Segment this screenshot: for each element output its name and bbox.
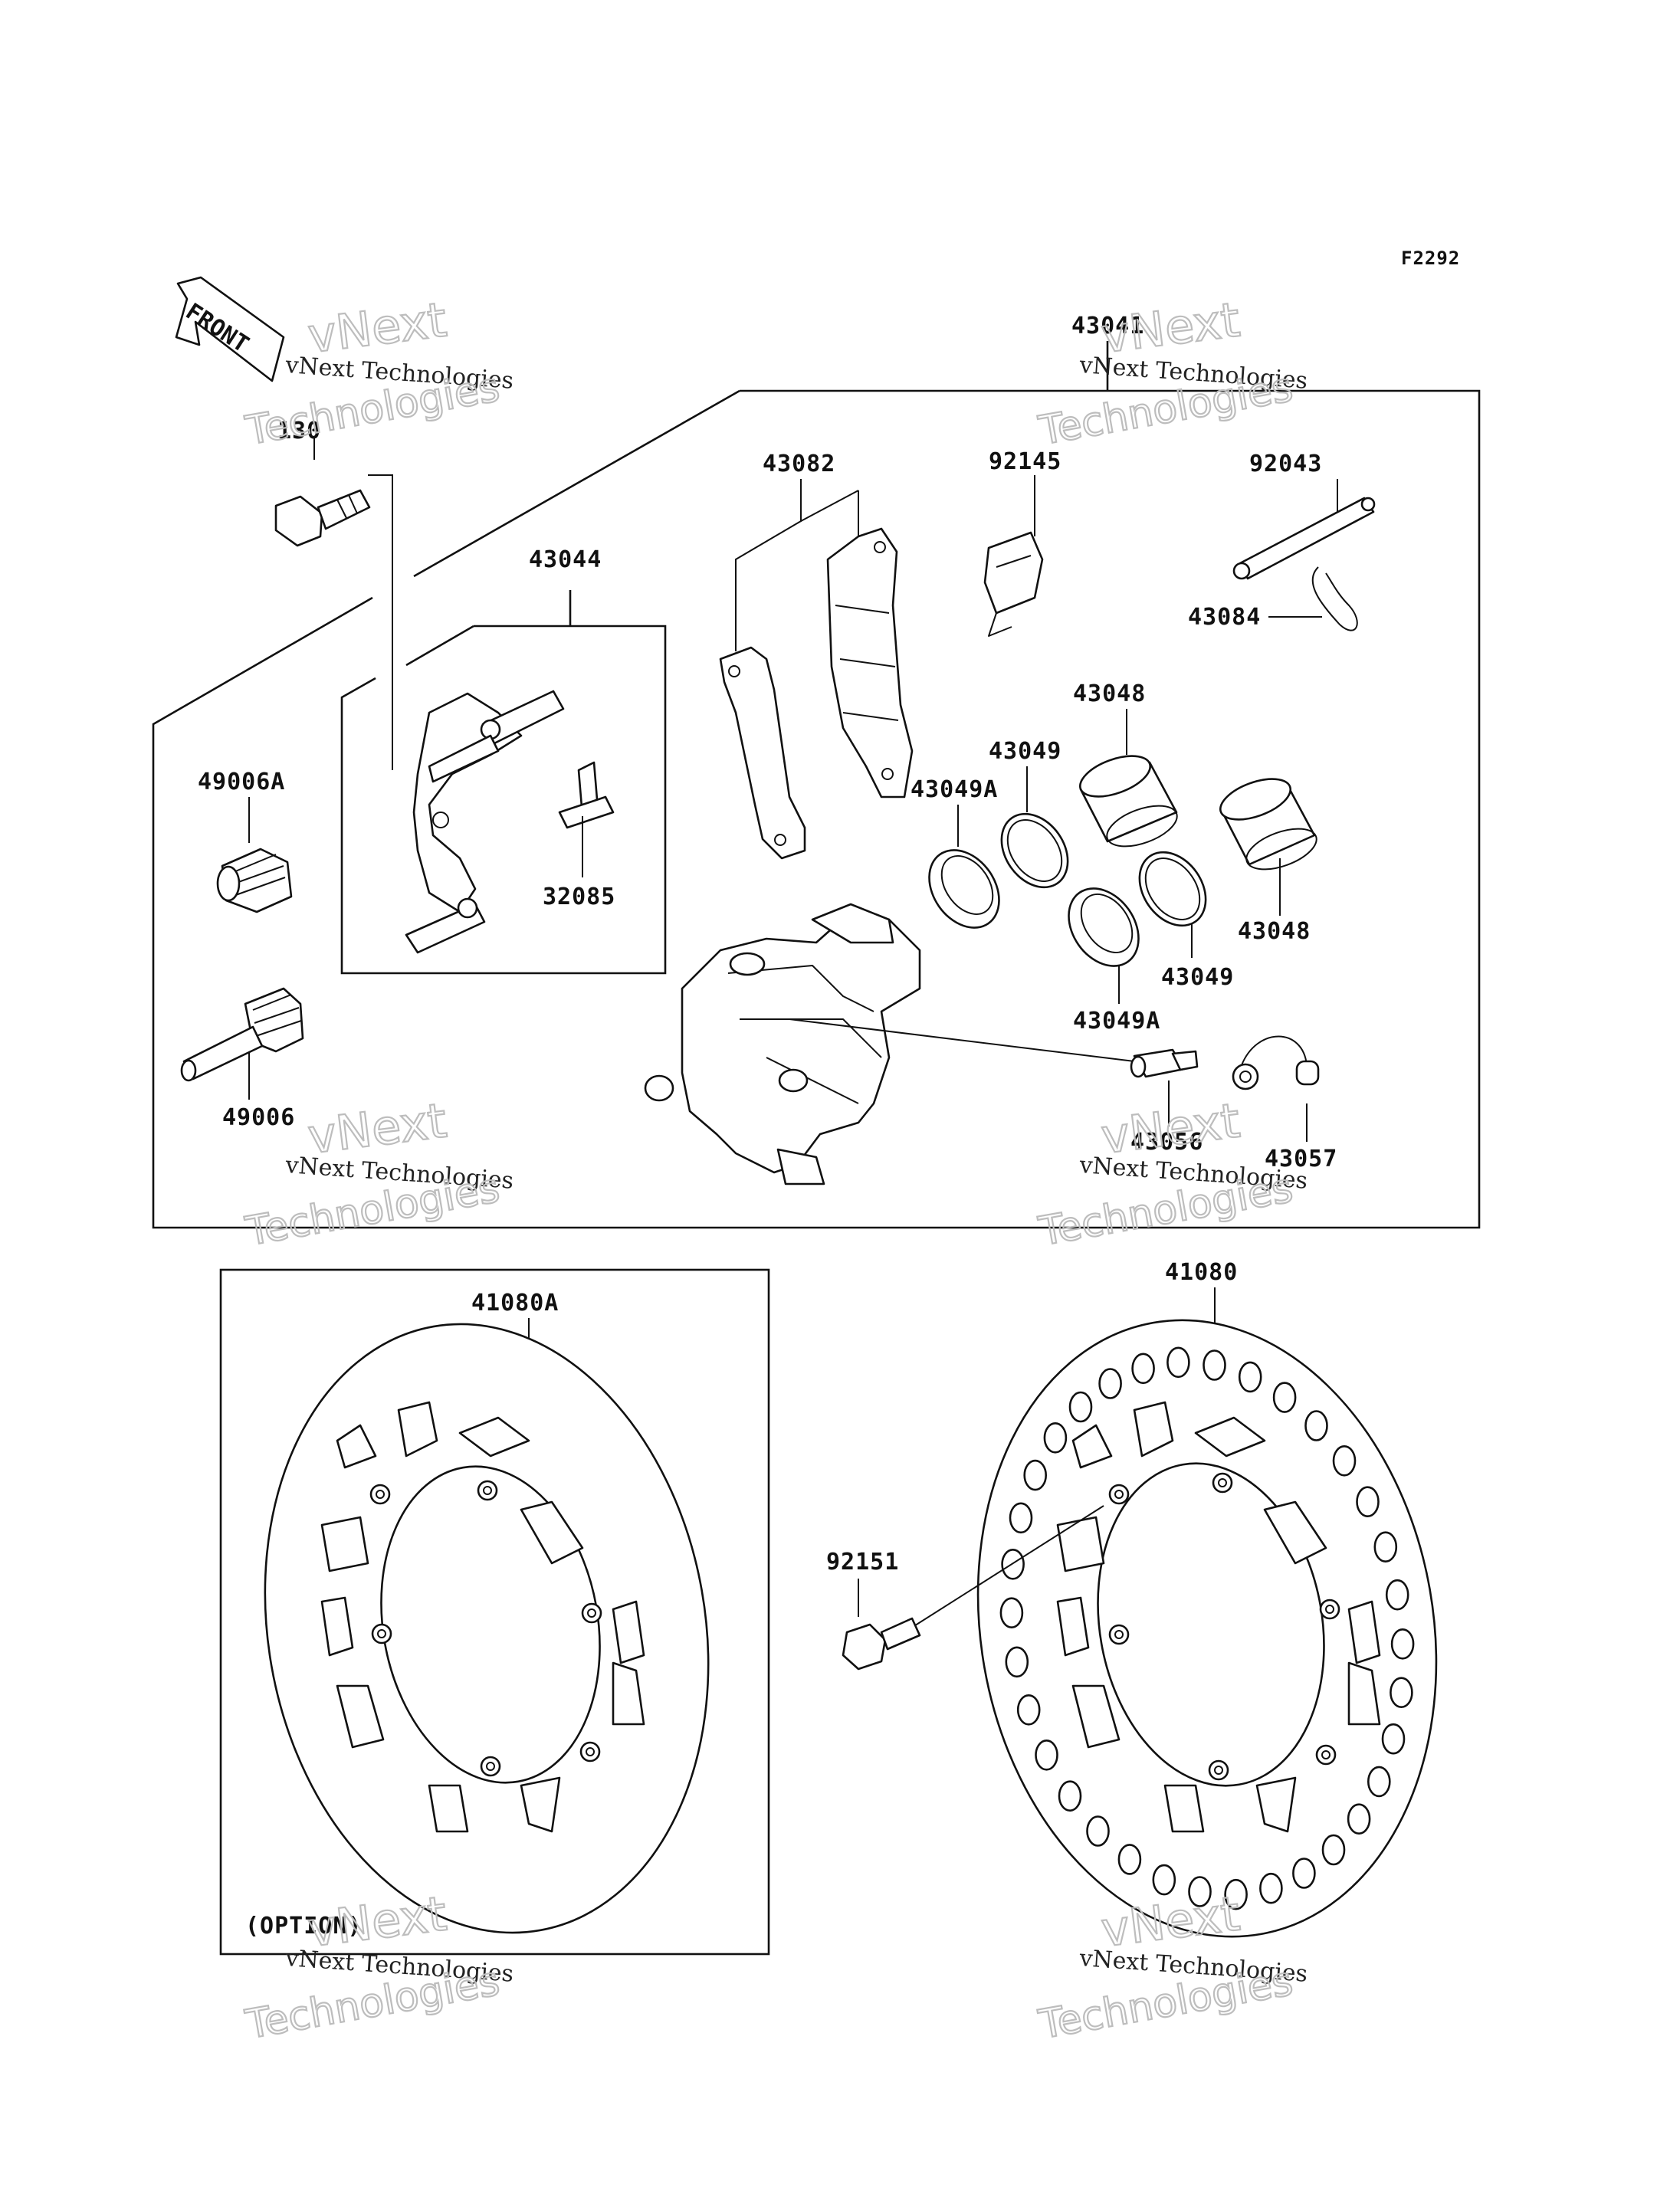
vent-hole xyxy=(1238,1361,1262,1393)
svg-text:vNext: vNext xyxy=(305,1092,450,1165)
vent-hole xyxy=(1131,1353,1155,1385)
piston-43048-top-icon xyxy=(1078,755,1178,848)
clip-43084-icon xyxy=(1311,566,1358,631)
vent-hole xyxy=(1035,1740,1058,1771)
part-label-130: 130 xyxy=(277,418,321,444)
cap-43057-icon xyxy=(1232,1035,1320,1090)
watermark-mid-right: vNext vNext Technologies Technologies xyxy=(1035,1091,1308,1256)
bleeder-valve-43056-icon xyxy=(1130,1048,1199,1078)
part-label-43049-right: 43049 xyxy=(1161,964,1234,991)
part-label-49006A: 49006A xyxy=(198,769,285,795)
part-label-92145: 92145 xyxy=(989,448,1061,475)
vent-hole xyxy=(1086,1815,1110,1847)
part-label-92151: 92151 xyxy=(826,1549,899,1576)
seal-43049-right-icon xyxy=(1138,851,1207,927)
pin-92043-icon xyxy=(1232,497,1376,580)
piston-43048-right-icon xyxy=(1219,778,1317,871)
front-arrow-icon: FRONT xyxy=(175,276,285,382)
brake-pad-left-icon xyxy=(719,646,806,860)
sleeve-49006-icon xyxy=(180,987,304,1082)
brake-disc-41080-icon xyxy=(976,1319,1438,1938)
part-label-43048-right: 43048 xyxy=(1238,918,1311,945)
vent-hole xyxy=(1117,1844,1142,1875)
vent-hole xyxy=(1356,1486,1380,1517)
part-label-43049A-top: 43049A xyxy=(911,776,998,803)
vent-hole xyxy=(1292,1858,1316,1889)
vent-hole xyxy=(1058,1780,1082,1812)
bolt-92151-icon xyxy=(842,1617,921,1671)
vent-hole xyxy=(1385,1579,1409,1611)
vent-hole xyxy=(1023,1459,1047,1491)
part-labels: 130 43041 43082 92145 92043 43084 43044 … xyxy=(198,313,1337,1576)
bracket-assembly-frame xyxy=(340,625,667,975)
vent-hole xyxy=(1321,1834,1346,1866)
part-label-43082: 43082 xyxy=(763,451,835,477)
part-label-49006: 49006 xyxy=(222,1104,295,1131)
vent-hole xyxy=(999,1597,1024,1628)
vent-hole xyxy=(1009,1502,1033,1534)
part-label-43056: 43056 xyxy=(1130,1129,1203,1156)
vent-hole xyxy=(1347,1803,1371,1835)
part-label-41080: 41080 xyxy=(1165,1259,1238,1286)
vent-hole xyxy=(1367,1766,1391,1798)
svg-text:vNext: vNext xyxy=(1098,291,1243,364)
option-frame xyxy=(219,1268,770,1956)
vent-hole xyxy=(1098,1368,1122,1399)
part-label-43041: 43041 xyxy=(1071,313,1144,339)
vent-hole xyxy=(1166,1346,1190,1379)
vent-hole xyxy=(1203,1349,1226,1381)
part-label-92043: 92043 xyxy=(1249,451,1322,477)
vent-hole xyxy=(1005,1646,1029,1678)
seal-43049A-right-icon xyxy=(1068,887,1140,967)
brake-pad-right-icon xyxy=(826,527,914,798)
watermark-top-left: vNext vNext Technologies Technologies xyxy=(241,290,514,455)
vent-hole xyxy=(1332,1445,1357,1477)
vent-hole xyxy=(1390,1677,1413,1708)
bleeder-line xyxy=(789,1018,1135,1062)
disc-vent-holes xyxy=(999,1346,1415,1910)
vent-hole xyxy=(1188,1876,1212,1907)
seal-43049A-top-icon xyxy=(928,849,1000,929)
brake-disc-41080A-icon xyxy=(264,1323,710,1934)
part-label-43057: 43057 xyxy=(1265,1146,1337,1172)
vent-hole xyxy=(1272,1382,1297,1413)
figure-code: F2292 xyxy=(1401,248,1460,269)
vent-hole xyxy=(1224,1878,1248,1910)
part-label-43044: 43044 xyxy=(529,546,602,573)
vent-hole xyxy=(1016,1694,1041,1726)
vent-hole xyxy=(1152,1864,1176,1896)
pad-spring-92145-icon xyxy=(983,531,1044,637)
option-label: (OPTION) xyxy=(245,1913,363,1940)
caliper-body-icon xyxy=(644,903,921,1185)
vent-hole xyxy=(1381,1723,1406,1755)
svg-text:vNext: vNext xyxy=(305,291,450,364)
part-label-43048-top: 43048 xyxy=(1073,680,1146,707)
caliper-assembly-frame xyxy=(152,389,1481,1229)
vent-hole xyxy=(1373,1531,1398,1562)
part-label-43049A-right: 43049A xyxy=(1073,1008,1160,1035)
vent-hole xyxy=(1304,1410,1328,1441)
pad-spring-32085-icon xyxy=(558,761,615,831)
part-label-41080A: 41080A xyxy=(471,1290,559,1317)
vent-hole xyxy=(1390,1628,1415,1660)
bolt-130-icon xyxy=(274,489,371,547)
seal-43049-top-icon xyxy=(1000,812,1069,889)
boot-49006A-icon xyxy=(216,848,293,913)
bolt-92151-line xyxy=(904,1505,1104,1633)
part-label-43084: 43084 xyxy=(1188,604,1261,631)
leader-130-guide xyxy=(368,474,393,770)
vent-hole xyxy=(1259,1872,1283,1904)
leader-43082 xyxy=(735,479,802,651)
vent-hole xyxy=(1043,1422,1068,1454)
caliper-bracket-icon xyxy=(405,690,565,954)
part-label-32085: 32085 xyxy=(543,884,615,910)
part-label-43049-top: 43049 xyxy=(989,738,1061,765)
vent-hole xyxy=(1068,1391,1093,1423)
svg-text:vNext: vNext xyxy=(305,1885,450,1958)
